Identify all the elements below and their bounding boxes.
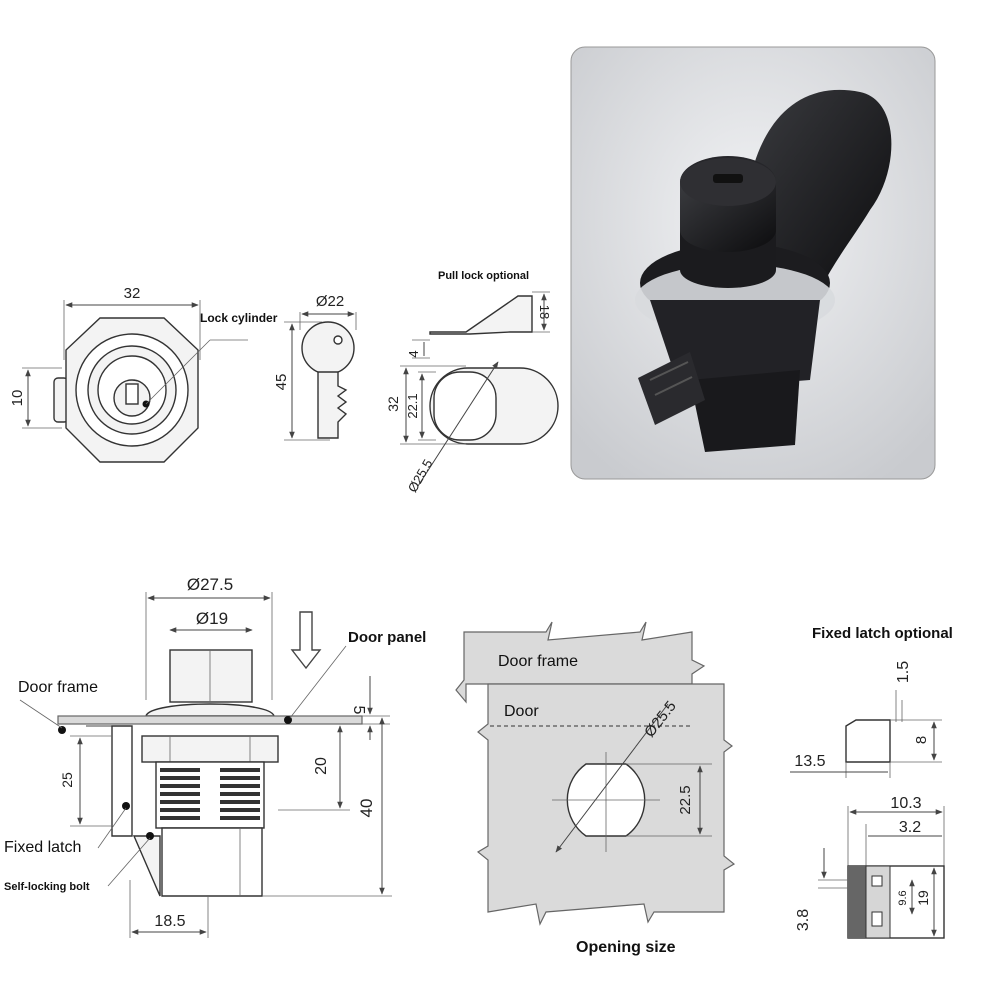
dim-side-inner-dia: Ø19 (196, 609, 228, 628)
dim-latch-width: 13.5 (794, 753, 825, 770)
cam-view: Pull lock optional 18 4 32 22.1 Ø25.5 (385, 270, 559, 495)
dim-front-width: 32 (124, 285, 141, 302)
dim-side-bottom: 18.5 (154, 913, 185, 930)
insertion-arrow-icon (290, 611, 322, 670)
fixed-latch-optional-label: Fixed latch optional (812, 625, 953, 642)
self-locking-bolt-label: Self-locking bolt (4, 881, 90, 893)
dim-side-outer-dia: Ø27.5 (187, 575, 233, 594)
dim-side-left: 25 (59, 772, 75, 788)
latch-top-view (845, 719, 891, 763)
dim-side-mid: 20 (313, 757, 330, 775)
bolt-body (161, 827, 263, 897)
lock-cylinder-label: Lock cylinder (200, 311, 278, 325)
product-photo (570, 46, 936, 480)
door-frame-shape (455, 621, 706, 704)
dim-cam-dia: Ø25.5 (405, 457, 436, 495)
dim-pull-height: 18 (537, 305, 552, 319)
front-view: 32 10 Lock cylinder (9, 285, 278, 463)
pull-lock-optional-label: Pull lock optional (438, 270, 529, 282)
key-view: Ø22 45 (273, 293, 357, 441)
dim-latch-h1: 9.6 (897, 890, 909, 905)
side-nut (141, 735, 279, 763)
self-locking-bolt-shape (132, 835, 161, 897)
dim-front-height: 10 (9, 390, 26, 407)
dim-key-length: 45 (273, 374, 290, 391)
dim-latch-bottom: 3.8 (795, 909, 812, 931)
dim-opening-flat: 22.5 (677, 785, 694, 814)
dim-latch-w2: 3.2 (899, 819, 921, 836)
dim-side-top-gap: 5 (350, 706, 367, 715)
opening-view: Door frame Door Ø25.5 22.5 Opening size (455, 621, 736, 956)
side-view: Ø27.5 Ø19 (4, 575, 426, 938)
door-label: Door (504, 703, 539, 720)
dim-pull-gap: 4 (406, 350, 421, 357)
dim-cam-height: 32 (385, 396, 401, 412)
key-blade (317, 371, 348, 439)
latch-bolt (638, 352, 705, 425)
dim-latch-top: 1.5 (895, 661, 912, 683)
door-panel-section (57, 715, 363, 725)
pull-handle (748, 89, 892, 291)
door-frame-left-label: Door frame (18, 679, 98, 696)
door-frame-mid-label: Door frame (498, 653, 578, 670)
dim-latch-height: 8 (913, 736, 930, 744)
dim-latch-w1: 10.3 (890, 795, 921, 812)
key-head (301, 321, 355, 375)
dim-key-dia: Ø22 (316, 293, 344, 310)
door-panel-label: Door panel (348, 629, 426, 646)
dim-cam-inner: 22.1 (405, 393, 420, 418)
pull-plate (429, 295, 533, 335)
spring-coils (160, 768, 260, 820)
fixed-latch-label: Fixed latch (4, 839, 81, 856)
opening-size-label: Opening size (576, 939, 676, 956)
dim-latch-h2: 19 (915, 890, 931, 906)
fixed-latch-view: Fixed latch optional 1.5 8 13.5 10.3 3.2… (790, 625, 953, 939)
dim-side-height: 40 (357, 799, 376, 818)
